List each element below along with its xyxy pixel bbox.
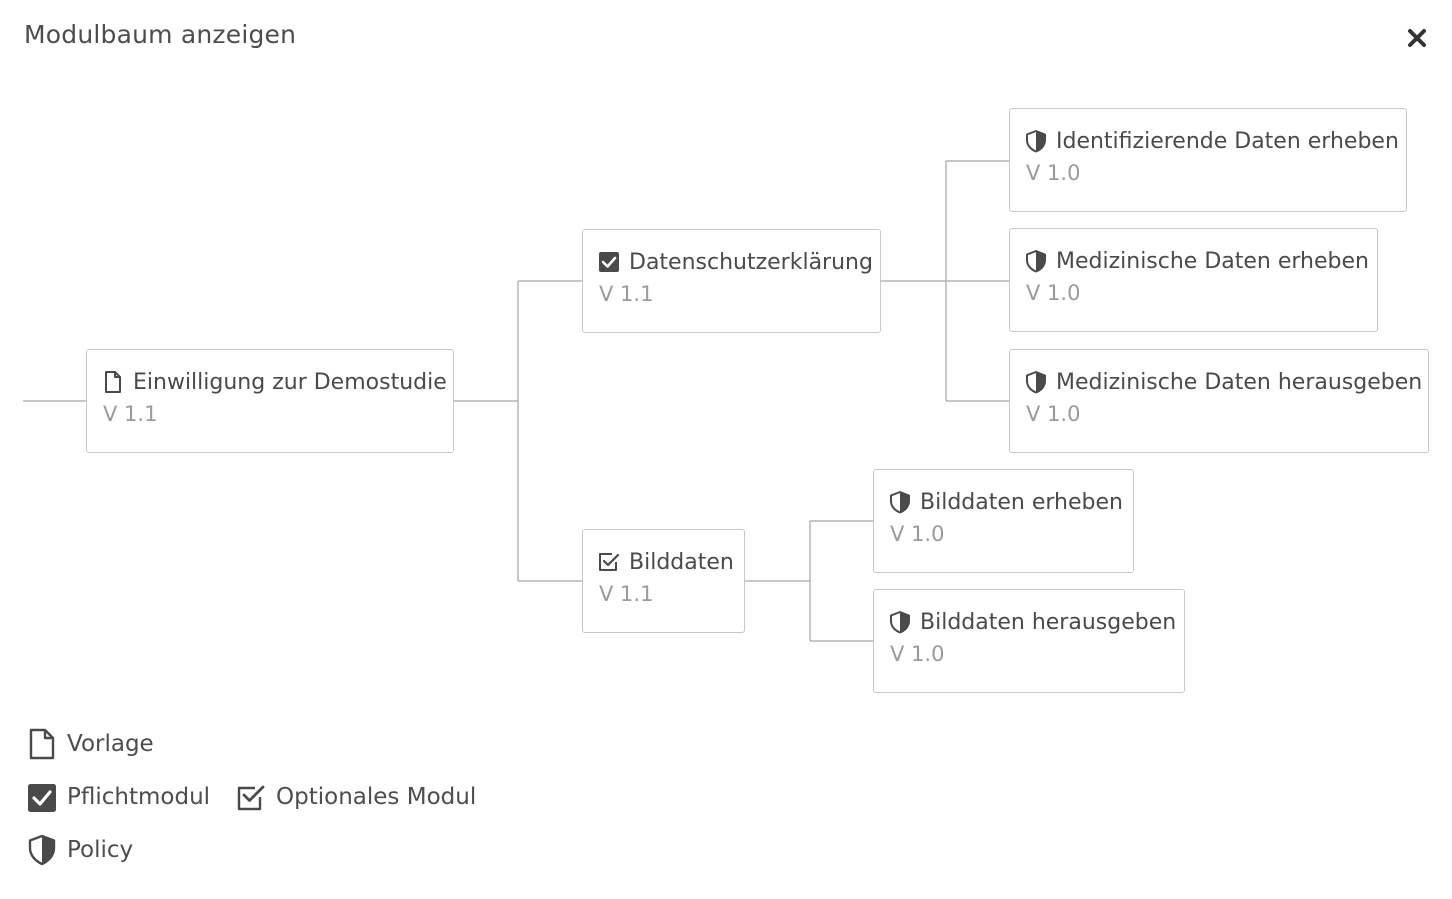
tree-node-bilddaten-herausgeben[interactable]: Bilddaten herausgeben V 1.0 (873, 589, 1185, 693)
node-version: V 1.1 (599, 582, 654, 606)
node-label: Medizinische Daten erheben (1056, 248, 1369, 274)
legend-item-pflichtmodul: Pflichtmodul (27, 781, 210, 813)
tree-node-medizinische-daten-herausgeben[interactable]: Medizinische Daten herausgeben V 1.0 (1009, 349, 1429, 453)
node-label: Bilddaten (629, 549, 734, 575)
shield-icon (1024, 129, 1048, 153)
node-label: Bilddaten erheben (920, 489, 1123, 515)
checkbox-outline-icon (597, 550, 621, 574)
legend-label: Policy (67, 837, 134, 863)
tree-node-root[interactable]: Einwilligung zur Demostudie V 1.1 (86, 349, 454, 453)
document-icon (101, 370, 125, 394)
node-label: Medizinische Daten herausgeben (1056, 369, 1423, 395)
checkbox-filled-icon (597, 250, 621, 274)
node-version: V 1.0 (1026, 402, 1081, 426)
node-label: Einwilligung zur Demostudie (133, 369, 447, 395)
tree-node-datenschutzerklaerung[interactable]: Datenschutzerklärung V 1.1 (582, 229, 881, 333)
legend-row-module: Pflichtmodul Optionales Modul (27, 781, 502, 813)
close-icon[interactable] (1402, 22, 1432, 52)
close-button[interactable] (1402, 22, 1432, 52)
tree-node-bilddaten[interactable]: Bilddaten V 1.1 (582, 529, 745, 633)
legend-row-policy: Policy (27, 834, 159, 866)
legend-item-optionales-modul: Optionales Modul (236, 781, 476, 813)
shield-icon (1024, 249, 1048, 273)
shield-icon (27, 834, 57, 866)
shield-icon (1024, 370, 1048, 394)
legend-label: Pflichtmodul (67, 784, 211, 810)
legend-row-vorlage: Vorlage (27, 728, 180, 760)
tree-node-medizinische-daten-erheben[interactable]: Medizinische Daten erheben V 1.0 (1009, 228, 1378, 332)
shield-icon (888, 490, 912, 514)
document-icon (27, 728, 57, 760)
node-version: V 1.0 (890, 642, 945, 666)
node-version: V 1.0 (1026, 161, 1081, 185)
shield-icon (888, 610, 912, 634)
legend-label: Optionales Modul (276, 784, 477, 810)
checkbox-outline-icon (236, 781, 266, 813)
node-label: Identifizierende Daten erheben (1056, 128, 1399, 154)
node-version: V 1.0 (1026, 281, 1081, 305)
node-version: V 1.1 (599, 282, 654, 306)
tree-node-identifizierende-daten-erheben[interactable]: Identifizierende Daten erheben V 1.0 (1009, 108, 1407, 212)
legend-label: Vorlage (67, 731, 154, 757)
checkbox-filled-icon (27, 781, 57, 813)
node-label: Datenschutzerklärung (629, 249, 873, 275)
node-version: V 1.1 (103, 402, 158, 426)
legend-item-policy: Policy (27, 834, 133, 866)
tree-node-bilddaten-erheben[interactable]: Bilddaten erheben V 1.0 (873, 469, 1134, 573)
legend-item-vorlage: Vorlage (27, 728, 154, 760)
node-version: V 1.0 (890, 522, 945, 546)
node-label: Bilddaten herausgeben (920, 609, 1177, 635)
dialog-title: Modulbaum anzeigen (24, 20, 297, 49)
